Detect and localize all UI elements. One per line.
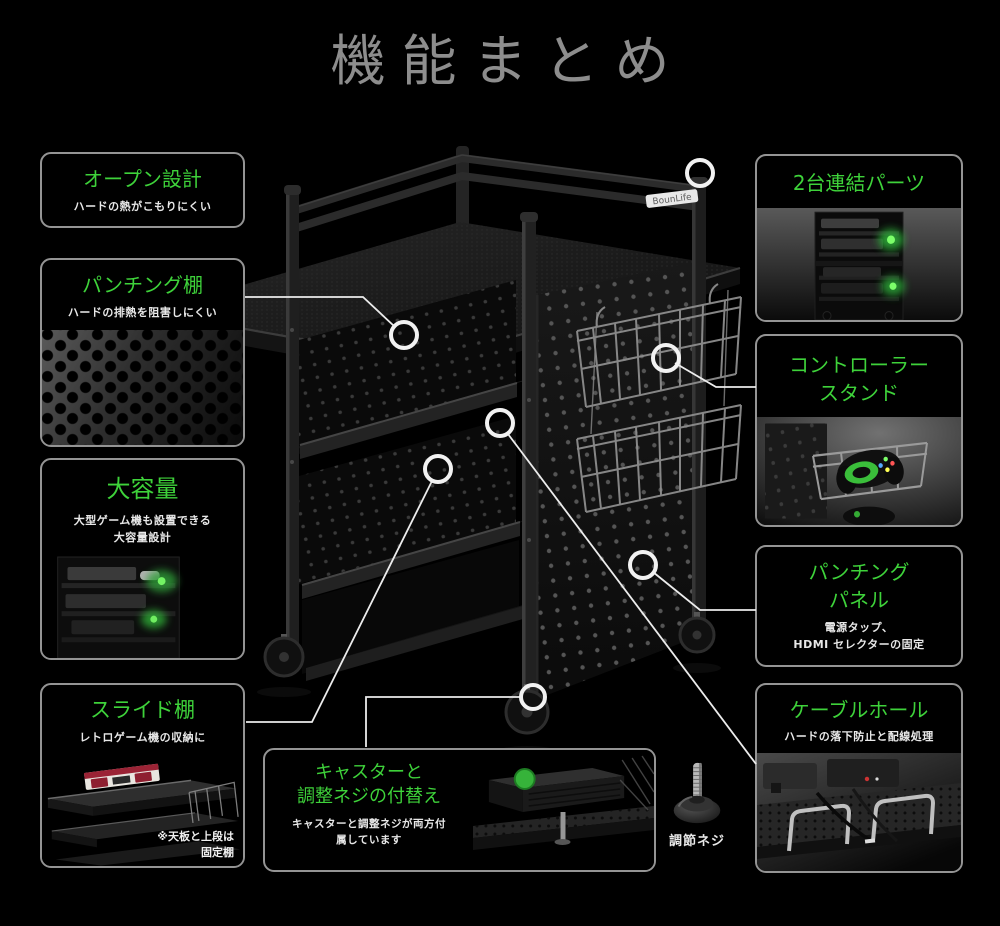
brand-label: BounLife <box>652 193 693 208</box>
card-caster-swap-desc1: キャスターと調整ネジが両方付 <box>292 817 446 830</box>
card-open-design-title: オープン設計 <box>83 167 202 191</box>
controller-stand-photo <box>757 417 961 525</box>
card-open-design: オープン設計 ハードの熱がこもりにくい <box>40 152 245 228</box>
card-link-parts: 2台連結パーツ <box>755 154 963 322</box>
card-controller-stand: コントローラー スタンド <box>755 334 963 527</box>
card-large-capacity-desc1: 大型ゲーム機も設置できる <box>73 513 212 527</box>
card-open-design-desc: ハードの熱がこもりにくい <box>73 200 212 213</box>
card-large-capacity-title: 大容量 <box>106 475 179 503</box>
caster-swap-photo <box>473 750 654 870</box>
cable-hole-photo <box>757 753 961 871</box>
card-caster-swap-desc2: 属しています <box>336 833 402 846</box>
cart-back-panels <box>299 280 519 674</box>
adjust-screw-figure: 調節ネジ <box>659 760 735 849</box>
card-slide-shelf: スライド棚 レトロゲーム機の収納に <box>40 683 245 868</box>
page-title: 機能まとめ <box>330 29 686 93</box>
slide-shelf-note: ※天板と上段は 固定棚 <box>157 830 234 860</box>
adjust-screw-label: 調節ネジ <box>668 834 725 849</box>
card-large-capacity: 大容量 大型ゲーム機も設置できる 大容量設計 <box>40 458 245 660</box>
card-slide-shelf-title: スライド棚 <box>90 698 195 722</box>
card-punching-panel-desc2: HDMI セレクターの固定 <box>793 638 925 652</box>
card-punching-panel: パンチング パネル 電源タップ、 HDMI セレクターの固定 <box>755 545 963 667</box>
card-punching-shelf: パンチング棚 ハードの排熱を阻害しにくい <box>40 258 245 447</box>
card-slide-shelf-desc: レトロゲーム機の収納に <box>79 731 206 745</box>
link-parts-photo <box>757 208 961 320</box>
card-link-parts-title: 2台連結パーツ <box>792 171 926 195</box>
card-punching-panel-title2: パネル <box>829 588 889 612</box>
card-caster-swap: キャスターと 調整ネジの付替え キャスターと調整ネジが両方付 属しています <box>263 748 656 872</box>
card-punching-shelf-title: パンチング棚 <box>82 273 203 297</box>
card-caster-swap-title2: 調整ネジの付替え <box>297 786 441 808</box>
card-large-capacity-desc2: 大容量設計 <box>113 530 172 544</box>
card-cable-hole-title: ケーブルホール <box>789 698 929 722</box>
slide-shelf-photo: ※天板と上段は 固定棚 <box>42 754 243 866</box>
punching-shelf-photo <box>42 330 243 445</box>
card-punching-shelf-desc: ハードの排熱を阻害しにくい <box>67 306 218 319</box>
card-controller-stand-title1: コントローラー <box>789 353 929 377</box>
card-cable-hole-desc: ハードの落下防止と配線処理 <box>784 730 934 743</box>
brand-label-plate: BounLife <box>645 189 699 208</box>
card-punching-panel-desc1: 電源タップ、 <box>824 621 894 634</box>
card-controller-stand-title2: スタンド <box>819 381 899 405</box>
large-capacity-photo <box>42 552 243 658</box>
card-caster-swap-title1: キャスターと <box>315 762 423 783</box>
card-cable-hole: ケーブルホール ハードの落下防止と配線処理 <box>755 683 963 873</box>
card-punching-panel-title1: パンチング <box>808 560 910 584</box>
